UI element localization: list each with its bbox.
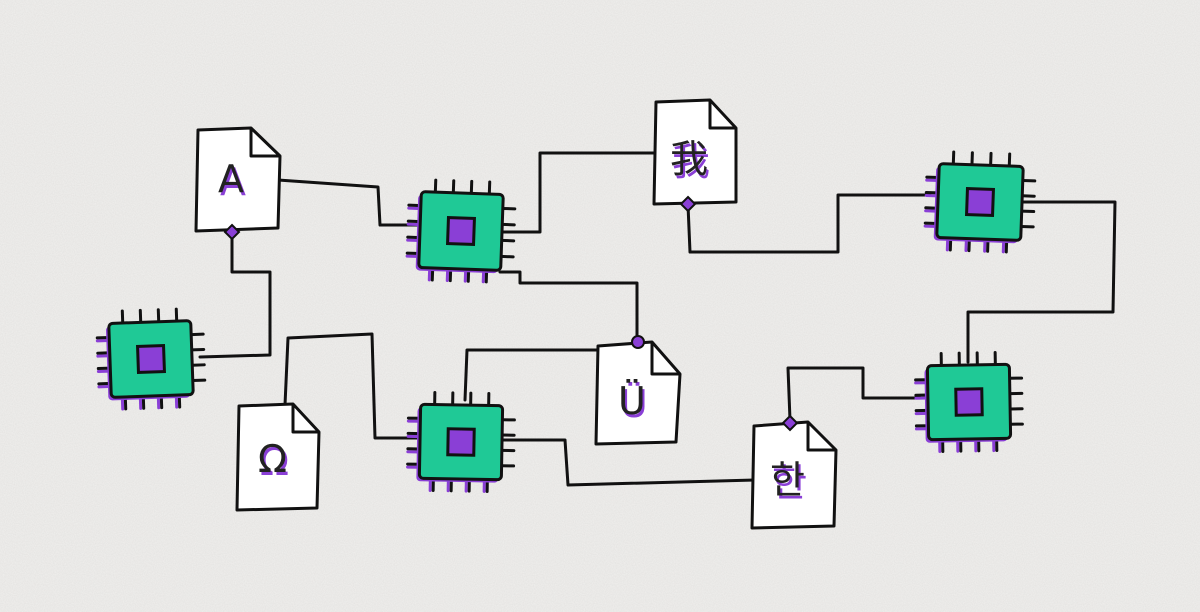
svg-text:A: A <box>220 160 246 204</box>
document-u-glyph: Ü <box>618 379 646 423</box>
document-a-glyph: A <box>218 157 244 201</box>
connector-node <box>781 414 799 432</box>
wire-doc-han-to-chip-4 <box>786 366 922 422</box>
wire-chip-2-to-doc-wo <box>498 151 657 234</box>
chip-icon <box>405 178 517 284</box>
chip-icon <box>923 150 1037 254</box>
svg-text:Ω: Ω <box>260 440 289 484</box>
wires <box>198 151 1117 487</box>
document-wo-glyph: 我 <box>670 137 708 181</box>
chip-icon <box>95 307 207 411</box>
wire-doc-wo-to-chip-3 <box>686 193 932 254</box>
wire-doc-a-to-chip-2 <box>276 178 420 227</box>
wire-chip-5-to-doc-han <box>500 438 757 487</box>
document-han: 한 한 <box>750 414 838 530</box>
connector-node <box>679 195 697 213</box>
wire-doc-omega-to-chip-5 <box>283 332 420 440</box>
document-omega-glyph: Ω <box>258 437 287 481</box>
chip-icon <box>914 351 1024 454</box>
connector-node <box>631 335 645 349</box>
chip-icon <box>406 391 516 493</box>
wire-chip-2-to-doc-u <box>498 270 639 342</box>
wire-doc-a-to-chip-1 <box>198 236 272 359</box>
document-a: A A <box>194 126 282 241</box>
document-u: Ü Ü <box>594 335 682 446</box>
wire-chip-3-to-chip-4 <box>966 200 1117 364</box>
svg-text:한: 한 <box>772 461 807 505</box>
svg-text:Ü: Ü <box>620 382 648 426</box>
document-han-glyph: 한 <box>770 458 805 502</box>
document-omega: Ω Ω <box>235 402 321 512</box>
document-wo: 我 我 <box>652 98 738 213</box>
wire-chip-5-to-doc-u <box>463 348 602 402</box>
chips <box>95 150 1037 493</box>
svg-text:我: 我 <box>672 140 710 184</box>
connector-node <box>223 223 241 241</box>
